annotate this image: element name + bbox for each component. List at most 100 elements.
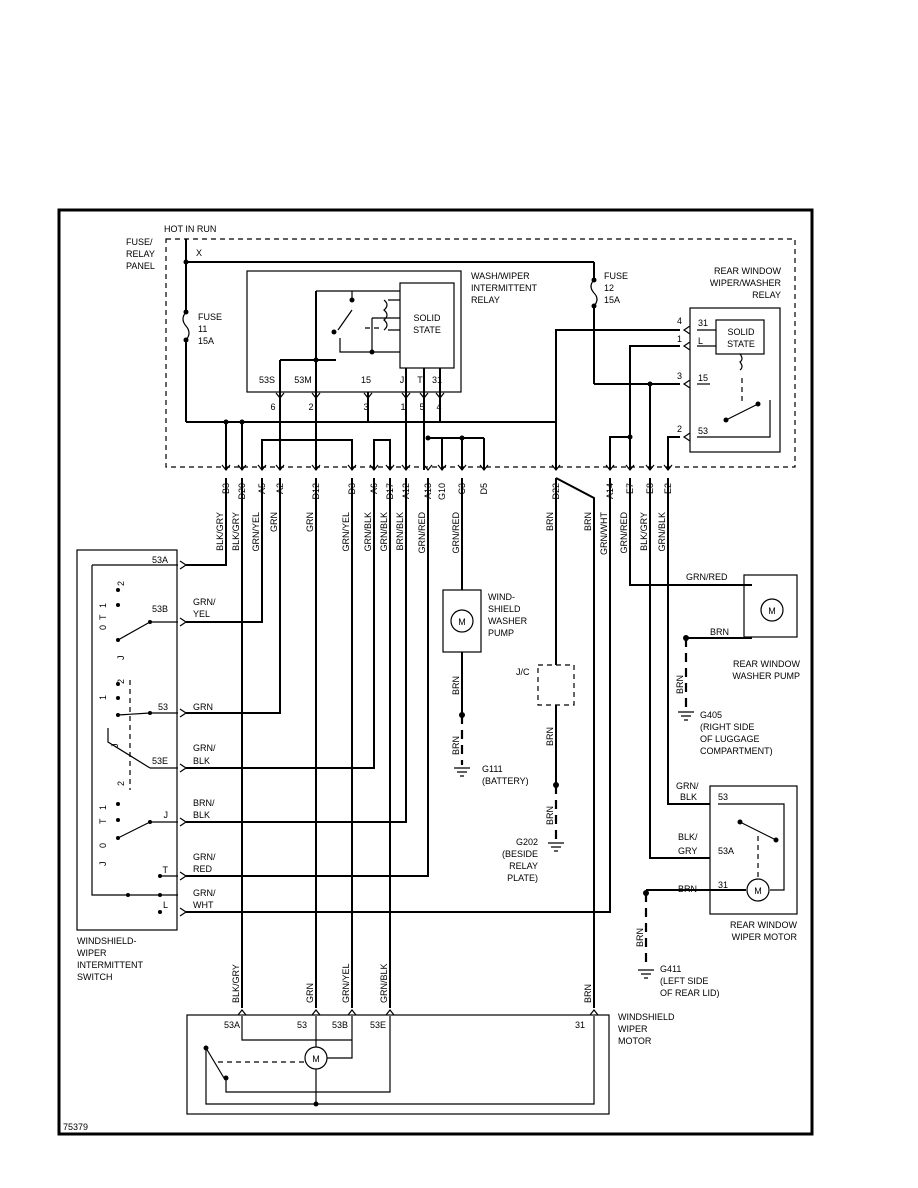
fuse-12-symbol xyxy=(590,277,598,309)
ws-motor-chevron xyxy=(311,1009,321,1016)
brn-label: BRN xyxy=(451,736,461,755)
g411-label: G411 xyxy=(660,964,681,974)
g405-label: OF LUGGAGE xyxy=(700,734,760,744)
connector-code: A5 xyxy=(257,483,267,494)
rear-relay-solid-state-label: STATE xyxy=(727,339,755,349)
fuse-11-label: 15A xyxy=(198,336,214,346)
panel-connector-chevron xyxy=(237,464,247,471)
rear-motor-wire-label: BRN xyxy=(678,884,697,894)
windshield-motor-internal xyxy=(203,1016,595,1107)
rear-wiper-motor-box xyxy=(709,785,798,915)
connector-code: D5 xyxy=(479,483,489,495)
rear-relay-pin-label: 53 xyxy=(698,426,708,436)
connector-code: D17 xyxy=(385,483,395,500)
washer-pump-motor-symbol: M xyxy=(458,617,466,627)
relay-terminal-chevron xyxy=(311,392,321,399)
switch-position-label: J xyxy=(110,744,120,749)
wash-relay-terminal-number: 6 xyxy=(270,402,275,412)
ws-motor-title: WINDSHIELD xyxy=(618,1012,675,1022)
bottom-wire-label: GRN/BLK xyxy=(379,963,389,1003)
ws-motor-title: WIPER xyxy=(618,1024,648,1034)
fuse-12-label: FUSE xyxy=(604,271,628,281)
switch-pin-label: 53B xyxy=(152,604,168,614)
panel-connector-chevron xyxy=(385,464,395,471)
switch-position-label: T xyxy=(98,818,108,824)
wash-relay-title: WASH/WIPER xyxy=(471,271,530,281)
switch-chevron xyxy=(179,560,188,570)
wash-relay-title: INTERMITTENT xyxy=(471,283,537,293)
panel-internal-wires xyxy=(223,329,680,470)
wash-relay-solid-state xyxy=(399,282,455,369)
washer-pump-label: WASHER xyxy=(488,616,528,626)
wire-color-label: BLK/GRY xyxy=(639,512,649,551)
fuse-11-symbol xyxy=(182,309,190,343)
switch-pin-label: 53A xyxy=(152,555,168,565)
switch-chevron xyxy=(179,907,188,917)
ws-motor-pin-label: 53A xyxy=(224,1020,240,1030)
ws-motor-title: MOTOR xyxy=(618,1036,652,1046)
connector-code: A12 xyxy=(401,483,411,499)
brn-label: BRN xyxy=(545,727,555,746)
switch-position-label: 0 xyxy=(98,625,108,630)
wire-color-label: GRN/YEL xyxy=(341,512,351,552)
fuse-relay-panel-label: PANEL xyxy=(126,261,155,271)
fuse-11-label: 11 xyxy=(198,324,207,334)
diagram-frame xyxy=(57,208,814,1136)
switch-position-label: 1 xyxy=(98,695,108,700)
panel-connector-chevron xyxy=(221,464,231,471)
switch-position-label: 2 xyxy=(116,781,126,786)
wash-relay-pin-label: J xyxy=(400,375,405,385)
washer-pump-motor-icon xyxy=(450,609,474,633)
g111-ground-icon xyxy=(454,767,470,777)
g202-label: RELAY xyxy=(509,861,538,871)
switch-wire-label: WHT xyxy=(193,900,214,910)
wire-color-label: GRN/RED xyxy=(619,512,629,554)
rear-relay-title: WIPER/WASHER xyxy=(710,278,782,288)
washer-pump-label: PUMP xyxy=(488,628,514,638)
switch-internal-contacts xyxy=(91,564,178,914)
panel-connector-chevron xyxy=(479,464,489,471)
ws-motor-pin-label: 53 xyxy=(297,1020,307,1030)
wash-relay-pin-label: 53S xyxy=(259,375,275,385)
wash-relay-pin-label: 15 xyxy=(361,375,371,385)
connector-code: A13 xyxy=(423,483,433,499)
switch-position-label: 1 xyxy=(98,805,108,810)
switch-pin-label: J xyxy=(164,810,169,820)
rear-washer-pump-box xyxy=(743,574,798,638)
wash-relay-pin-label: 31 xyxy=(432,375,442,385)
wire-color-label: BLK/GRY xyxy=(231,512,241,551)
switch-position-label: J xyxy=(98,862,108,867)
wash-wiper-relay-box xyxy=(246,270,462,393)
g111-label: G111 xyxy=(482,764,503,774)
panel-connector-chevron xyxy=(457,464,467,471)
rear-relay-chevron xyxy=(682,325,691,335)
switch-wire-label: GRN/ xyxy=(193,743,216,753)
g202-ground-icon xyxy=(548,842,564,852)
ws-motor-chevron xyxy=(347,1009,357,1016)
switch-chevron xyxy=(179,817,188,827)
rear-relay-pin-label: 31 xyxy=(698,318,708,328)
switch-position-label: T xyxy=(98,614,108,620)
panel-connector-chevron xyxy=(625,464,635,471)
x-bus-label: X xyxy=(196,248,202,258)
rear-relay-title: RELAY xyxy=(752,290,781,300)
rear-relay-solid-state-label: SOLID xyxy=(727,327,755,337)
switch-wire-label: BLK xyxy=(193,810,210,820)
switch-pin-label: 53 xyxy=(158,702,168,712)
relay-terminal-chevron xyxy=(363,392,373,399)
fuse-12-label: 15A xyxy=(604,295,620,305)
switch-wire-label: YEL xyxy=(193,609,210,619)
jc-label: J/C xyxy=(516,667,530,677)
g405-label: COMPARTMENT) xyxy=(700,746,773,756)
connector-code: E2 xyxy=(663,483,673,494)
switch-wire-label: BLK xyxy=(193,756,210,766)
rear-wiper-motor-label: WIPER MOTOR xyxy=(732,932,798,942)
rear-relay-chevron xyxy=(682,379,691,389)
g202-label: PLATE) xyxy=(507,873,538,883)
wire-color-label: GRN/YEL xyxy=(251,512,261,552)
washer-pump-label: SHIELD xyxy=(488,604,521,614)
ws-motor-pin-label: 53E xyxy=(370,1020,386,1030)
junction-connector xyxy=(537,664,575,706)
switch-wire-label: BRN/ xyxy=(193,798,215,808)
panel-connector-chevron xyxy=(645,464,655,471)
